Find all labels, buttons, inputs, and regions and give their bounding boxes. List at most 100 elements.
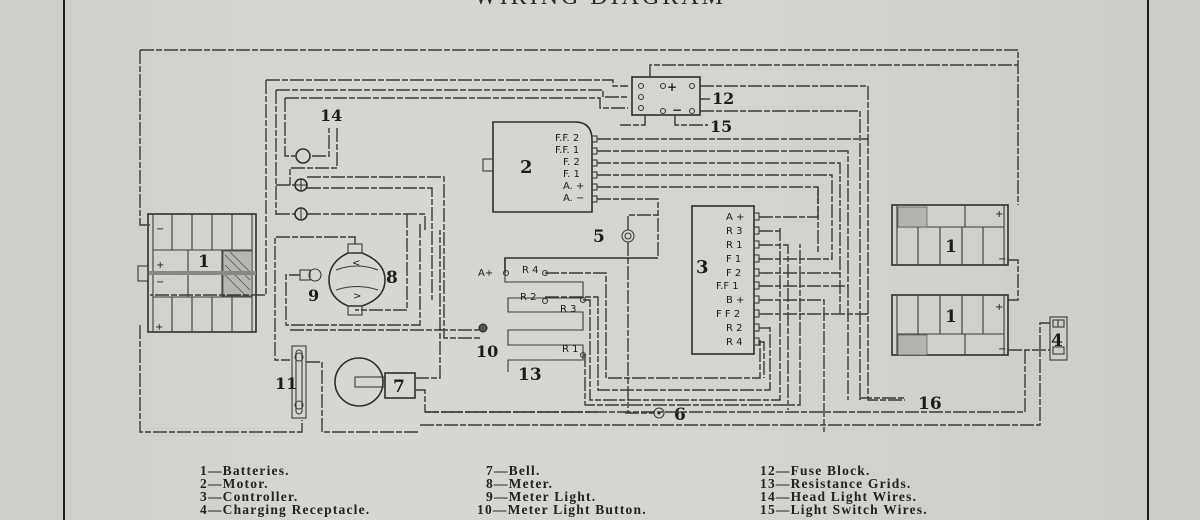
motor-label: 2 [520, 157, 533, 178]
lamp-14-wire-b [312, 128, 330, 157]
lamp-14-wire [284, 98, 295, 157]
head-lamp-14 [295, 148, 311, 164]
charging-receptacle[interactable]: 4 [1049, 316, 1068, 361]
ctrl-wire-b-plus [759, 299, 825, 432]
grid-wire-r3 [583, 228, 781, 401]
motor-wire-ff2 [597, 138, 905, 401]
grid-terminal: R 1 [562, 344, 579, 355]
meter: < > 8 [328, 243, 398, 316]
meter-light-button[interactable] [478, 323, 488, 333]
bell-wire [415, 389, 598, 413]
bell-wire-2 [415, 230, 441, 379]
fuse-plus: + [667, 80, 677, 94]
grid-terminal: R 3 [560, 304, 577, 315]
battery-minus-sign: − [156, 224, 164, 235]
switch-wire-6 [355, 214, 408, 311]
legend-item: 9—Meter Light. [486, 489, 597, 504]
bell-button-wire [627, 214, 659, 258]
grid-terminal: R 4 [522, 265, 539, 276]
controller-terminal: F 2 [726, 268, 741, 279]
legend-item: 15—Light Switch Wires. [760, 502, 928, 517]
legend-item: 8—Meter. [486, 476, 554, 491]
page-border-right [1147, 0, 1149, 520]
grid-wire-r4 [545, 272, 761, 379]
grid-terminal: A+ [478, 268, 493, 279]
battery-right-bottom-label: 1 [945, 307, 957, 327]
light-switch-label: 15 [710, 117, 732, 136]
controller-terminal: F F 2 [716, 309, 740, 320]
fuse-wire-left [620, 115, 646, 126]
head-light-label: 14 [320, 106, 342, 125]
bottom-bus-1 [425, 350, 1026, 413]
battery-minus-sign: − [998, 344, 1006, 355]
controller-terminal: R 3 [726, 226, 743, 237]
legend-item: 10—Meter Light Button. [477, 502, 647, 517]
bell: 7 [334, 357, 416, 407]
bell-button-label: 5 [593, 227, 605, 247]
frame-wire-left-bottom [139, 325, 303, 433]
meter-light: 9 [299, 268, 322, 305]
motor-terminal: A. + [563, 181, 584, 192]
ctrl-wire-a-plus [759, 187, 819, 218]
diagram-title: WIRING DIAGRAM [0, 0, 1200, 11]
legend-column-1: 1—Batteries. 2—Motor. 3—Controller. 4—Ch… [200, 463, 371, 517]
ctrl-wire-r1 [759, 244, 789, 410]
battery-link [1008, 259, 1019, 301]
legend-item: 4—Charging Receptacle. [200, 502, 371, 517]
legend-item: 3—Controller. [200, 489, 299, 504]
fuse-wire-15 [674, 115, 708, 126]
battery-plus-sign: + [995, 209, 1003, 220]
controller-terminal: F 1 [726, 254, 741, 265]
resistance-grids: A+ R 4 R 2 R 3 R 1 13 [478, 257, 658, 385]
controller-terminal: B + [726, 295, 744, 306]
page-border-left [63, 0, 65, 520]
legend-item: 7—Bell. [486, 463, 541, 478]
motor-wire-a-plus [597, 186, 819, 252]
legend-item: 1—Batteries. [200, 463, 290, 478]
battery-minus-sign: − [156, 277, 164, 288]
head-light-wire [150, 80, 267, 296]
controller: 3 A + R 3 R 1 F 1 F 2 F.F 1 B + F F 2 R … [691, 205, 755, 355]
wire-16-label: 16 [918, 394, 942, 414]
meter-light-label: 9 [308, 286, 319, 305]
motor-wire-ff1 [597, 150, 849, 400]
battery-left-label: 1 [198, 252, 210, 272]
controller-terminal: R 2 [726, 323, 743, 334]
motor: 2 F.F. 2 F.F. 1 F. 2 F. 1 A. + A. − [482, 121, 598, 213]
battery-right-top-label: 1 [945, 237, 957, 257]
fuse-wire-out-2 [700, 110, 861, 400]
switch-wire-1 [307, 176, 480, 339]
battery-right-top: 1 + − [891, 204, 1009, 266]
motor-terminal: F.F. 2 [555, 133, 579, 144]
fuse-11-label: 11 [275, 374, 297, 393]
controller-terminal: R 4 [726, 337, 743, 348]
legend-item: 14—Head Light Wires. [760, 489, 918, 504]
switch-wire-7 [285, 224, 421, 326]
motor-terminal: F. 1 [563, 169, 580, 180]
motor-wire-a-minus [597, 198, 659, 215]
controller-label: 3 [696, 257, 709, 278]
controller-terminal: F.F 1 [716, 281, 739, 292]
grid-terminal: R 2 [520, 292, 537, 303]
bell-button[interactable] [621, 229, 635, 243]
battery-plus-sign: + [155, 322, 163, 333]
controller-terminal: R 1 [726, 240, 743, 251]
svg-text:<: < [352, 258, 360, 269]
fuse-11: 11 [275, 345, 307, 419]
switch-wire-3 [307, 213, 426, 230]
legend-column-2: 7—Bell. 8—Meter. 9—Meter Light. 10—Meter… [477, 463, 647, 517]
top-wire-3 [285, 97, 628, 109]
legend-item: 2—Motor. [200, 476, 269, 491]
battery-plus-sign: + [995, 302, 1003, 313]
frame-wire [140, 49, 1019, 205]
motor-wire-f1 [597, 174, 833, 260]
battery-minus-sign: − [998, 254, 1006, 265]
grid-wire-r2 [545, 296, 771, 391]
meter-wire-top [274, 236, 356, 361]
bottom-bus-2 [420, 322, 1050, 426]
grid-wire-r1 [583, 244, 801, 406]
motor-terminal: F.F. 1 [555, 145, 579, 156]
meter-label: 8 [386, 268, 398, 288]
resistance-grids-label: 13 [518, 365, 542, 385]
